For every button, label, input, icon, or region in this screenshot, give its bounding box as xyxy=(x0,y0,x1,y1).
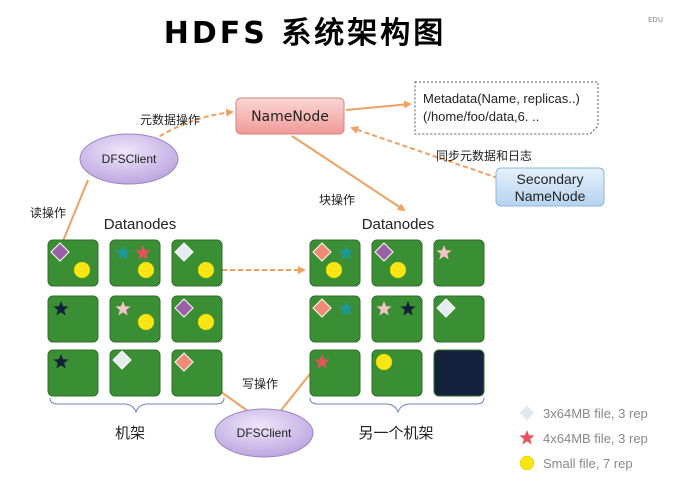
block-ops-label: 块操作 xyxy=(319,192,355,207)
write-ops-label: 写操作 xyxy=(242,376,278,391)
datanode-2 xyxy=(109,239,161,287)
block-diamond xyxy=(312,298,332,318)
datanode-18 xyxy=(433,349,485,397)
block-circle xyxy=(73,261,91,279)
dfsclient-bottom xyxy=(214,408,314,458)
sync-arrow xyxy=(350,126,499,179)
block-diamond xyxy=(374,242,394,262)
datanode-box xyxy=(309,349,361,397)
right-rack-header: Datanodes xyxy=(362,216,435,233)
left-rack-label: 机架 xyxy=(115,424,145,442)
block-diamond xyxy=(174,242,194,262)
datanode-box xyxy=(47,295,99,343)
datanode-box xyxy=(433,349,485,397)
namenode-box xyxy=(235,97,345,135)
metadata-line1: Metadata(Name, replicas..) xyxy=(423,91,580,106)
datanode-box xyxy=(47,349,99,397)
block-ops-arrow xyxy=(291,135,406,212)
legend-diamond-icon xyxy=(518,404,536,422)
datanode-box xyxy=(371,295,423,343)
datanode-14 xyxy=(371,295,423,343)
left-rack-header: Datanodes xyxy=(104,216,177,233)
block-circle xyxy=(137,313,155,331)
datanode-11 xyxy=(371,239,423,287)
left-rack-brace xyxy=(49,397,225,414)
legend-item-circle: Small file, 7 rep xyxy=(519,455,633,471)
legend-item-star: 4x64MB file, 3 rep xyxy=(519,430,648,446)
datanode-1 xyxy=(47,239,99,287)
right-rack-brace xyxy=(309,397,485,414)
block-star xyxy=(338,245,354,260)
namenode-label: NameNode xyxy=(251,109,329,125)
legend-star-icon xyxy=(519,430,535,445)
block-circle xyxy=(197,261,215,279)
legend-label: Small file, 7 rep xyxy=(543,456,633,471)
metadata-note xyxy=(414,81,599,135)
block-diamond xyxy=(112,350,132,370)
datanode-9 xyxy=(171,349,223,397)
block-star xyxy=(400,301,416,316)
block-star xyxy=(53,301,69,316)
legend-label: 4x64MB file, 3 rep xyxy=(543,431,648,446)
datanode-box xyxy=(433,239,485,287)
sync-label: 同步元数据和日志 xyxy=(436,148,532,163)
dfsclient-top xyxy=(79,133,179,185)
datanode-5 xyxy=(109,295,161,343)
block-star xyxy=(314,354,330,369)
block-star xyxy=(115,301,131,316)
datanode-17 xyxy=(371,349,423,397)
secondary-line2: NameNode xyxy=(515,188,586,204)
datanode-grid xyxy=(47,239,485,397)
block-circle xyxy=(197,313,215,331)
dfsclient-bottom-label: DFSClient xyxy=(237,426,292,440)
datanode-13 xyxy=(309,295,361,343)
datanode-16 xyxy=(309,349,361,397)
block-diamond xyxy=(174,352,194,372)
block-star xyxy=(436,245,452,260)
block-star xyxy=(376,301,392,316)
secondary-line1: Secondary xyxy=(517,171,584,187)
block-circle xyxy=(375,353,393,371)
datanode-3 xyxy=(171,239,223,287)
block-diamond xyxy=(436,298,456,318)
block-circle xyxy=(389,261,407,279)
block-circle xyxy=(137,261,155,279)
datanode-8 xyxy=(109,349,161,397)
datanode-10 xyxy=(309,239,361,287)
block-diamond xyxy=(174,298,194,318)
dfsclient-top-label: DFSClient xyxy=(102,152,157,166)
datanode-7 xyxy=(47,349,99,397)
metadata-line2: (/home/foo/data,6. .. xyxy=(423,109,539,124)
block-star xyxy=(338,301,354,316)
block-diamond xyxy=(50,242,70,262)
block-star xyxy=(135,245,151,260)
block-diamond xyxy=(312,242,332,262)
diagram-title: HDFS 系统架构图 xyxy=(163,16,447,51)
block-star xyxy=(53,354,69,369)
secondary-namenode-box xyxy=(495,167,605,207)
corner-mark: EDU xyxy=(648,16,663,24)
block-circle xyxy=(325,261,343,279)
datanode-6 xyxy=(171,295,223,343)
right-rack-label: 另一个机架 xyxy=(358,424,433,442)
datanode-box xyxy=(109,239,161,287)
datanode-15 xyxy=(433,295,485,343)
legend-circle-icon xyxy=(519,455,535,471)
metadata-ops-label: 元数据操作 xyxy=(140,112,200,127)
legend-item-diamond: 3x64MB file, 3 rep xyxy=(518,404,648,422)
datanode-4 xyxy=(47,295,99,343)
read-ops-label: 读操作 xyxy=(30,205,66,220)
namenode-to-metadata-arrow xyxy=(345,100,412,111)
block-star xyxy=(115,245,131,260)
legend: 3x64MB file, 3 rep 4x64MB file, 3 repSmal… xyxy=(518,404,648,471)
legend-label: 3x64MB file, 3 rep xyxy=(543,406,648,421)
datanode-12 xyxy=(433,239,485,287)
